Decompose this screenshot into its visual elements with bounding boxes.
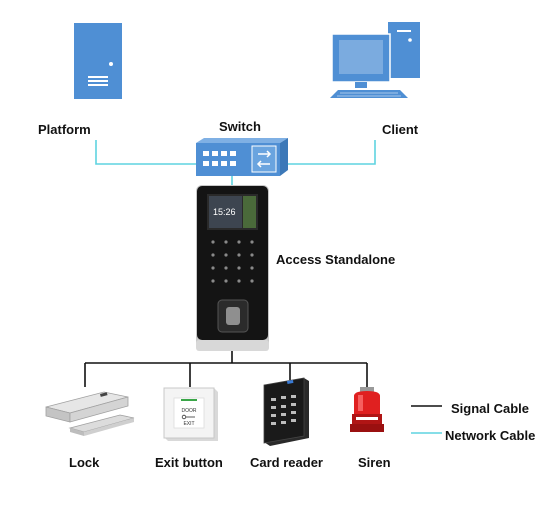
device-keypad — [211, 240, 254, 283]
platform-label: Platform — [38, 122, 91, 137]
exit-plate-exit-text: EXIT — [183, 421, 194, 427]
cable-switch-client — [284, 140, 376, 165]
device-clock-text: 15:26 — [213, 207, 236, 217]
client-computer-icon — [330, 22, 420, 98]
card-reader-icon — [263, 377, 309, 446]
card-reader-keypad — [271, 395, 296, 425]
legend — [411, 405, 442, 434]
siren-icon — [350, 387, 384, 432]
switch-label: Switch — [219, 119, 261, 134]
magnetic-lock-icon — [45, 391, 135, 436]
lock-label: Lock — [69, 455, 100, 470]
signal-cables — [84, 351, 368, 391]
platform-server-icon — [74, 23, 122, 99]
client-label: Client — [382, 122, 419, 137]
exit-button-icon: DOOR EXIT — [163, 387, 218, 441]
exit-plate-door-text: DOOR — [182, 408, 197, 414]
legend-network-label: Network Cable — [445, 428, 536, 443]
network-switch-icon — [196, 138, 288, 176]
access-standalone-label: Access Standalone — [276, 252, 396, 267]
card-reader-label: Card reader — [250, 455, 323, 470]
access-standalone-device-icon: 15:26 — [196, 185, 269, 351]
cable-platform-switch — [95, 140, 196, 165]
network-cables — [95, 140, 376, 186]
exit-button-label: Exit button — [155, 455, 223, 470]
legend-signal-label: Signal Cable — [451, 401, 530, 416]
siren-label: Siren — [358, 455, 391, 470]
